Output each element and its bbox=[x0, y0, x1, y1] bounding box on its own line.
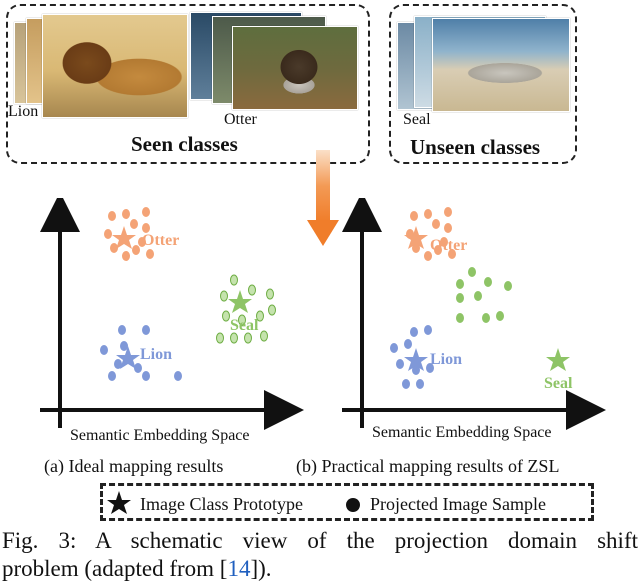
arrow-down-icon bbox=[307, 150, 339, 246]
lion-class-label: Lion bbox=[140, 346, 172, 363]
seal-cluster bbox=[216, 274, 276, 344]
star-icon bbox=[228, 290, 252, 313]
lion-cluster bbox=[390, 325, 434, 389]
plot-ideal: Otter Seal Lion bbox=[40, 198, 304, 430]
otter-class-label: Otter bbox=[430, 237, 467, 254]
figure-caption: Fig. 3: A schematic view of the projecti… bbox=[2, 527, 638, 583]
axis-label-b: Semantic Embedding Space bbox=[372, 424, 552, 441]
seal-class-label: Seal bbox=[544, 375, 573, 392]
legend-box bbox=[100, 483, 594, 521]
otter-photo bbox=[232, 26, 358, 110]
lion-cluster bbox=[100, 325, 182, 381]
star-icon bbox=[116, 346, 140, 369]
dot-icon bbox=[346, 498, 360, 512]
star-icon bbox=[546, 348, 570, 371]
seal-samples-cluster bbox=[456, 267, 512, 323]
lion-class-label: Lion bbox=[430, 351, 462, 368]
star-icon bbox=[112, 226, 136, 249]
star-icon bbox=[107, 491, 131, 514]
caption-practical: (b) Practical mapping results of ZSL bbox=[296, 456, 560, 476]
star-icon bbox=[404, 348, 428, 371]
legend-sample-label: Projected Image Sample bbox=[370, 494, 546, 514]
caption-ideal: (a) Ideal mapping results bbox=[44, 456, 224, 476]
figure-caption-line1: Fig. 3: A schematic view of the projecti… bbox=[2, 528, 638, 553]
otter-cluster bbox=[104, 207, 154, 261]
legend-prototype-label: Image Class Prototype bbox=[140, 494, 303, 514]
unseen-classes-title: Unseen classes bbox=[410, 135, 541, 159]
axis-label-a: Semantic Embedding Space bbox=[70, 427, 250, 444]
lion-label: Lion bbox=[8, 103, 39, 120]
seal-label: Seal bbox=[403, 111, 431, 128]
plot-practical: Otter Seal Lion bbox=[342, 198, 606, 430]
seen-classes-title: Seen classes bbox=[131, 132, 238, 156]
otter-label: Otter bbox=[224, 111, 257, 128]
star-icon bbox=[404, 226, 428, 249]
seal-class-label: Seal bbox=[230, 317, 259, 334]
otter-cluster bbox=[406, 207, 456, 261]
figure-caption-line2: problem (adapted from [14]). bbox=[2, 555, 638, 583]
seal-photo bbox=[432, 18, 570, 112]
seen-classes-box bbox=[6, 4, 370, 164]
otter-class-label: Otter bbox=[142, 232, 179, 249]
lion-photo bbox=[42, 14, 188, 118]
unseen-classes-box bbox=[389, 4, 577, 164]
